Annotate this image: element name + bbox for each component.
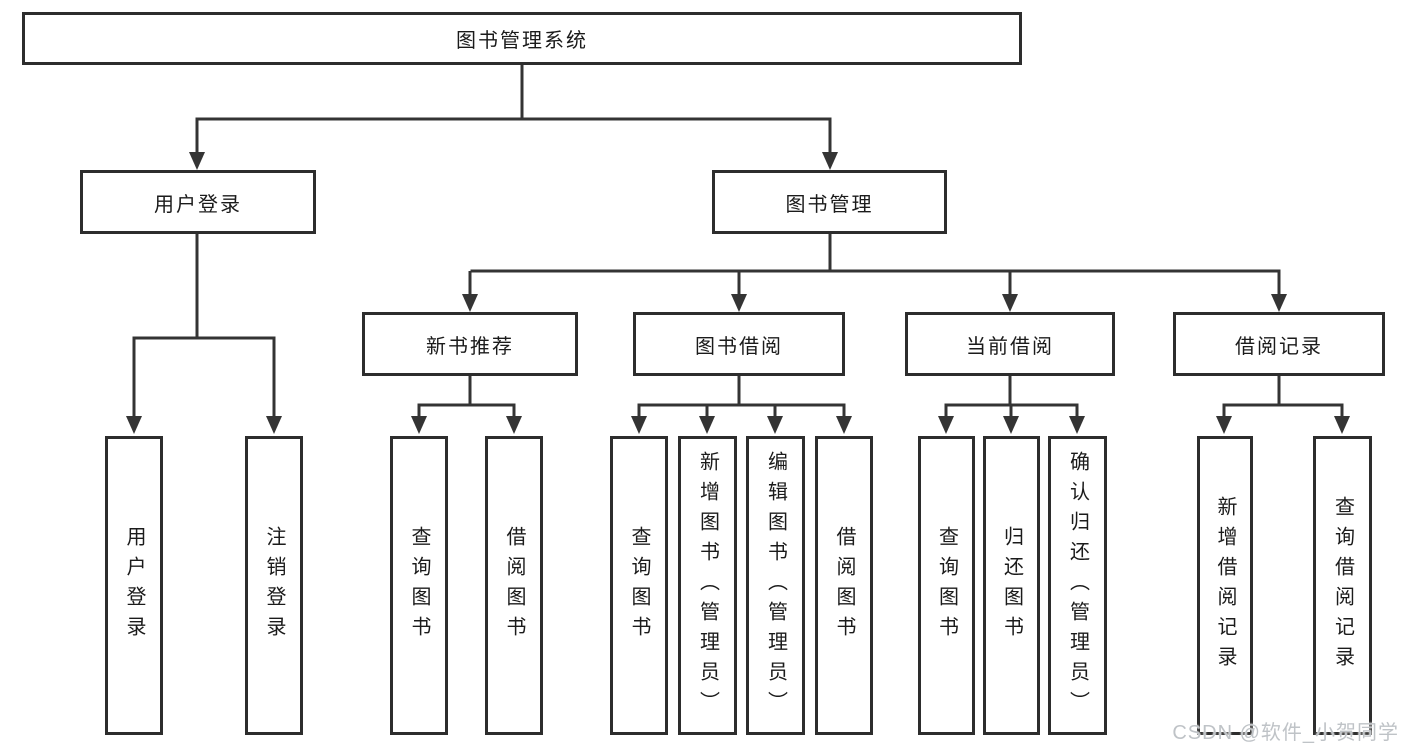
node-current-borrowing: 当前借阅 (905, 312, 1115, 376)
node-book-management: 图书管理 (712, 170, 947, 234)
arrowhead-down-icon (1069, 416, 1085, 434)
leaf-label: 新增图书（管理员） (696, 450, 719, 721)
leaf-label: 查询图书 (408, 525, 430, 646)
arrowhead-down-icon (266, 416, 282, 434)
node-leaf-rec-borrow-books: 借阅图书 (485, 436, 543, 735)
leaf-label: 注销登录 (263, 525, 285, 646)
arrowhead-down-icon (822, 152, 838, 170)
node-leaf-br-query-record: 查询借阅记录 (1313, 436, 1372, 735)
arrowhead-down-icon (938, 416, 954, 434)
node-leaf-bb-edit-books-admin: 编辑图书（管理员） (746, 436, 805, 735)
leaf-label: 新增借阅记录 (1214, 495, 1236, 676)
leaf-label: 借阅图书 (833, 525, 855, 646)
arrowhead-down-icon (731, 294, 747, 312)
csdn-watermark: CSDN @软件_小贺同学 (1172, 722, 1399, 744)
arrowhead-down-icon (836, 416, 852, 434)
node-new-book-recommendation: 新书推荐 (362, 312, 578, 376)
leaf-label: 编辑图书（管理员） (764, 450, 787, 721)
leaf-label: 归还图书 (1000, 525, 1023, 646)
arrowhead-down-icon (631, 416, 647, 434)
arrowhead-down-icon (411, 416, 427, 434)
node-leaf-cb-return-books: 归还图书 (983, 436, 1040, 735)
arrowhead-down-icon (1216, 416, 1232, 434)
arrowhead-down-icon (462, 294, 478, 312)
leaf-label: 查询借阅记录 (1331, 495, 1354, 676)
node-library-management-system: 图书管理系统 (22, 12, 1022, 65)
leaf-label: 借阅图书 (503, 525, 525, 646)
arrowhead-down-icon (1002, 294, 1018, 312)
arrowhead-down-icon (699, 416, 715, 434)
node-user-login: 用户登录 (80, 170, 316, 234)
node-borrowing-records: 借阅记录 (1173, 312, 1385, 376)
arrowhead-down-icon (767, 416, 783, 434)
leaf-label: 查询图书 (628, 525, 650, 646)
node-leaf-bb-query-books: 查询图书 (610, 436, 668, 735)
arrowhead-down-icon (1334, 416, 1350, 434)
node-leaf-rec-query-books: 查询图书 (390, 436, 448, 735)
node-leaf-logout: 注销登录 (245, 436, 303, 735)
arrowhead-down-icon (1271, 294, 1287, 312)
node-leaf-cb-query-books: 查询图书 (918, 436, 975, 735)
leaf-label: 查询图书 (935, 525, 958, 646)
arrowhead-down-icon (126, 416, 142, 434)
leaf-label: 确认归还（管理员） (1066, 450, 1089, 721)
node-leaf-bb-add-books-admin: 新增图书（管理员） (678, 436, 737, 735)
node-leaf-br-add-record: 新增借阅记录 (1197, 436, 1253, 735)
arrowhead-down-icon (1003, 416, 1019, 434)
node-leaf-bb-borrow-books: 借阅图书 (815, 436, 873, 735)
arrowhead-down-icon (189, 152, 205, 170)
node-book-borrowing: 图书借阅 (633, 312, 845, 376)
node-leaf-user-login: 用户登录 (105, 436, 163, 735)
arrowhead-down-icon (506, 416, 522, 434)
node-leaf-cb-confirm-return-admin: 确认归还（管理员） (1048, 436, 1107, 735)
leaf-label: 用户登录 (123, 525, 145, 646)
